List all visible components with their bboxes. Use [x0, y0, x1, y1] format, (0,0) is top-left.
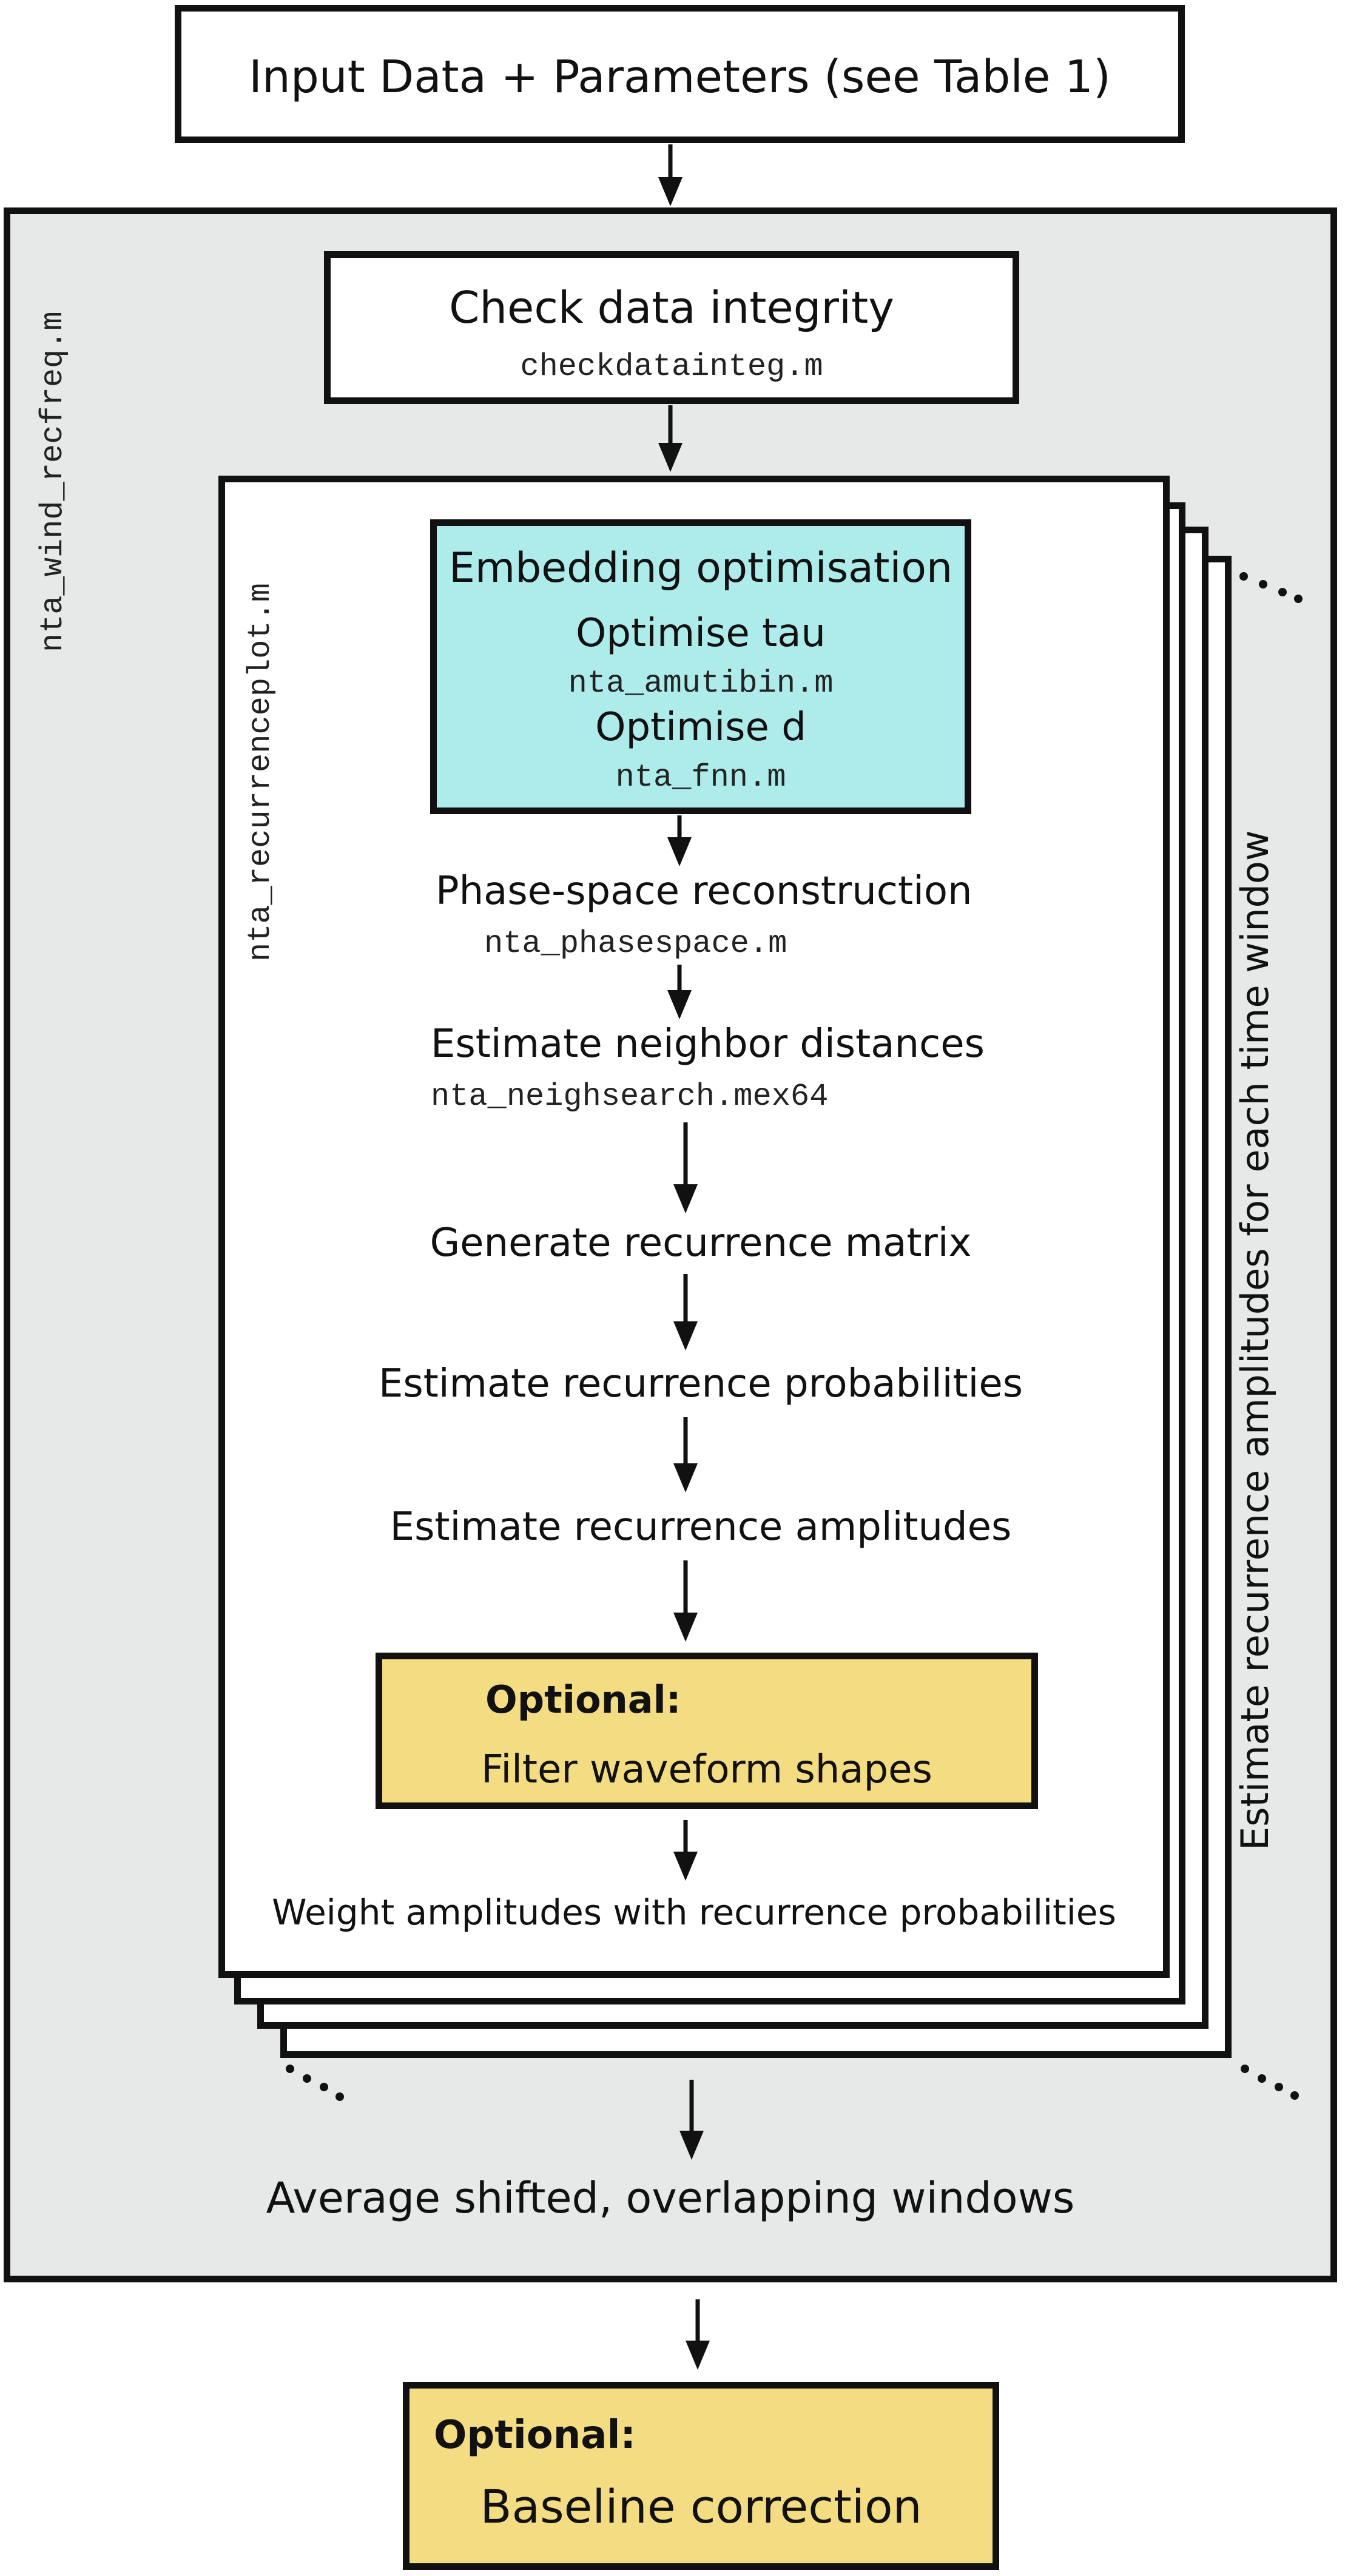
baseline-correction-label: Baseline correction	[480, 2480, 922, 2534]
arrow-matrix-to-probabilities	[673, 1274, 698, 1350]
input-data-label: Input Data + Parameters (see Table 1)	[249, 51, 1111, 103]
integrity-box: Check data integrity checkdatainteg.m	[324, 251, 1019, 404]
filter-waveform-box: Optional: Filter waveform shapes	[376, 1653, 1038, 1809]
integrity-script: checkdatainteg.m	[520, 349, 823, 385]
filter-waveform-label: Filter waveform shapes	[481, 1747, 932, 1792]
baseline-optional-label: Optional:	[434, 2413, 636, 2458]
embedding-title: Embedding optimisation	[448, 544, 953, 592]
integrity-title: Check data integrity	[449, 282, 894, 333]
embedding-optimisation-box: Embedding optimisation Optimise tau nta_…	[430, 519, 971, 814]
input-data-box: Input Data + Parameters (see Table 1)	[175, 5, 1185, 143]
arrow-integrity-to-page	[658, 405, 683, 472]
arrow-amplitudes-to-filter	[673, 1560, 698, 1642]
recurrence-probabilities-label: Estimate recurrence probabilities	[378, 1361, 1023, 1406]
average-windows-label: Average shifted, overlapping windows	[266, 2173, 1075, 2223]
optimise-d-script: nta_fnn.m	[615, 760, 786, 795]
phase-space-script: nta_phasespace.m	[484, 926, 787, 962]
optimise-d-label: Optimise d	[595, 705, 806, 750]
arrow-filter-to-weight	[673, 1820, 698, 1881]
ellipsis-dots-bottom-right	[1241, 2065, 1299, 2100]
arrow-probabilities-to-amplitudes	[673, 1417, 698, 1492]
arrow-embedding-to-phase	[667, 815, 692, 866]
filter-optional-label: Optional:	[485, 1677, 681, 1722]
baseline-correction-box: Optional: Baseline correction	[403, 2382, 999, 2570]
weight-amplitudes-label: Weight amplitudes with recurrence probab…	[272, 1892, 1116, 1933]
neighbor-search-script: nta_neighsearch.mex64	[431, 1079, 829, 1114]
neighbor-distances-label: Estimate neighbor distances	[431, 1022, 985, 1067]
recurrence-matrix-label: Generate recurrence matrix	[430, 1221, 972, 1266]
arrow-pages-to-average	[679, 2080, 704, 2160]
arrow-neighbor-to-matrix	[673, 1122, 698, 1213]
phase-space-label: Phase-space reconstruction	[436, 869, 973, 914]
arrow-container-to-baseline	[686, 2299, 710, 2370]
recurrence-amplitudes-label: Estimate recurrence amplitudes	[389, 1505, 1012, 1549]
arrow-phase-to-neighbor	[667, 965, 692, 1019]
arrow-input-to-container	[658, 144, 683, 206]
ellipsis-dots-top-right	[1239, 572, 1303, 603]
ellipsis-dots-bottom-left	[286, 2065, 344, 2101]
optimise-tau-script: nta_amutibin.m	[568, 666, 834, 701]
optimise-tau-label: Optimise tau	[576, 611, 826, 656]
